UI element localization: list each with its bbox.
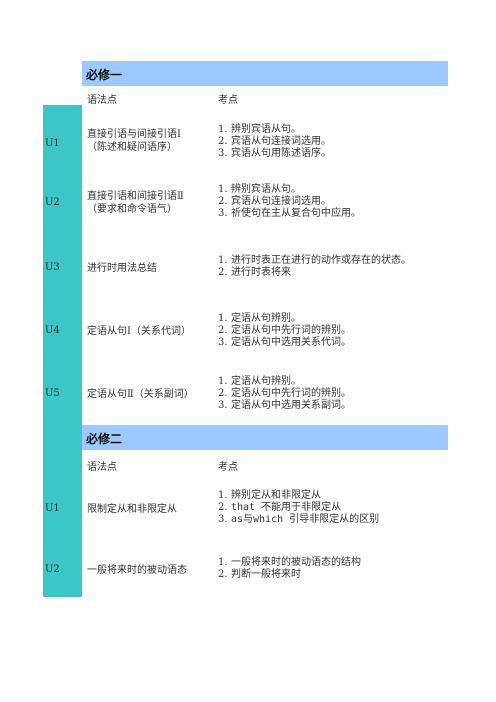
topic-cell: 直接引语与间接引语Ⅰ （陈述和疑问语序） <box>87 128 213 154</box>
row-id: U3 <box>45 262 60 273</box>
list-item: 3.as与which 引导非限定从的区别 <box>218 514 380 525</box>
list-item: 1.一般将来时的被动语态的结构 <box>218 557 361 568</box>
list-item: 2.宾语从句连接词选用。 <box>218 136 331 147</box>
topic-cell: 进行时用法总结 <box>87 262 213 275</box>
list-item: 2.that 不能用于非限定从 <box>218 502 342 513</box>
points-list: 1.辨别宾语从句。 2.宾语从句连接词选用。 3.祈使句在主从复合句中应用。 <box>218 184 458 220</box>
column-header-points: 考点 <box>218 462 238 473</box>
points-list: 1.定语从句辨别。 2.定语从句中先行词的辨别。 3.定语从句中选用关系副词。 <box>218 376 458 412</box>
list-item: 1.辨别定从和非限定从 <box>218 490 321 501</box>
topic-line: 一般将来时的被动语态 <box>87 565 187 576</box>
points-list: 1.定语从句辨别。 2.定语从句中先行词的辨别。 3.定语从句中选用关系代词。 <box>218 313 458 349</box>
points-list: 1.进行时表正在进行的动作或存在的状态。 2.进行时表将来 <box>218 255 458 279</box>
topic-cell: 限制定从和非限定从 <box>87 503 213 516</box>
list-item: 3.定语从句中选用关系代词。 <box>218 337 351 348</box>
section-header-1: 必修一 <box>82 61 448 86</box>
topic-line: 定语从句Ⅰ（关系代词） <box>87 326 191 337</box>
topic-cell: 一般将来时的被动语态 <box>87 564 213 577</box>
column-header-points: 考点 <box>218 95 238 106</box>
topic-cell: 直接引语和间接引语Ⅱ （要求和命令语气） <box>87 190 213 216</box>
section-header-2: 必修二 <box>82 425 448 450</box>
topic-line: 定语从句Ⅱ（关系副词） <box>87 389 194 400</box>
column-header-topic: 语法点 <box>87 95 117 106</box>
list-item: 2.定语从句中先行词的辨别。 <box>218 325 351 336</box>
column-header-topic: 语法点 <box>87 462 117 473</box>
points-list: 1.辨别宾语从句。 2.宾语从句连接词选用。 3.宾语从句用陈述语序。 <box>218 124 458 160</box>
topic-line: 直接引语与间接引语Ⅰ <box>87 129 181 140</box>
list-item: 3.定语从句中选用关系副词。 <box>218 400 351 411</box>
topic-line: 进行时用法总结 <box>87 263 157 274</box>
list-item: 1.定语从句辨别。 <box>218 376 301 387</box>
list-item: 1.定语从句辨别。 <box>218 313 301 324</box>
list-item: 1.辨别宾语从句。 <box>218 184 301 195</box>
list-item: 2.判断一般将来时 <box>218 569 301 580</box>
section-title: 必修一 <box>86 68 123 82</box>
row-id: U4 <box>45 325 60 336</box>
list-item: 2.宾语从句连接词选用。 <box>218 196 331 207</box>
topic-line: （陈述和疑问语序） <box>87 142 177 153</box>
points-list: 1.一般将来时的被动语态的结构 2.判断一般将来时 <box>218 557 458 581</box>
list-item: 1.进行时表正在进行的动作或存在的状态。 <box>218 255 411 266</box>
topic-cell: 定语从句Ⅰ（关系代词） <box>87 325 213 338</box>
row-id: U1 <box>45 138 60 149</box>
topic-line: （要求和命令语气） <box>87 204 177 215</box>
points-list: 1.辨别定从和非限定从 2.that 不能用于非限定从 3.as与which 引… <box>218 490 458 526</box>
list-item: 2.定语从句中先行词的辨别。 <box>218 388 351 399</box>
list-item: 2.进行时表将来 <box>218 267 291 278</box>
section-title: 必修二 <box>86 432 123 446</box>
topic-line: 直接引语和间接引语Ⅱ <box>87 191 184 202</box>
row-id: U2 <box>45 197 60 208</box>
left-column-strip <box>43 105 82 597</box>
topic-cell: 定语从句Ⅱ（关系副词） <box>87 388 213 401</box>
row-id: U5 <box>45 388 60 399</box>
row-id: U1 <box>45 503 60 514</box>
topic-line: 限制定从和非限定从 <box>87 504 177 515</box>
list-item: 1.辨别宾语从句。 <box>218 124 301 135</box>
row-id: U2 <box>45 564 60 575</box>
list-item: 3.祈使句在主从复合句中应用。 <box>218 208 361 219</box>
list-item: 3.宾语从句用陈述语序。 <box>218 148 331 159</box>
